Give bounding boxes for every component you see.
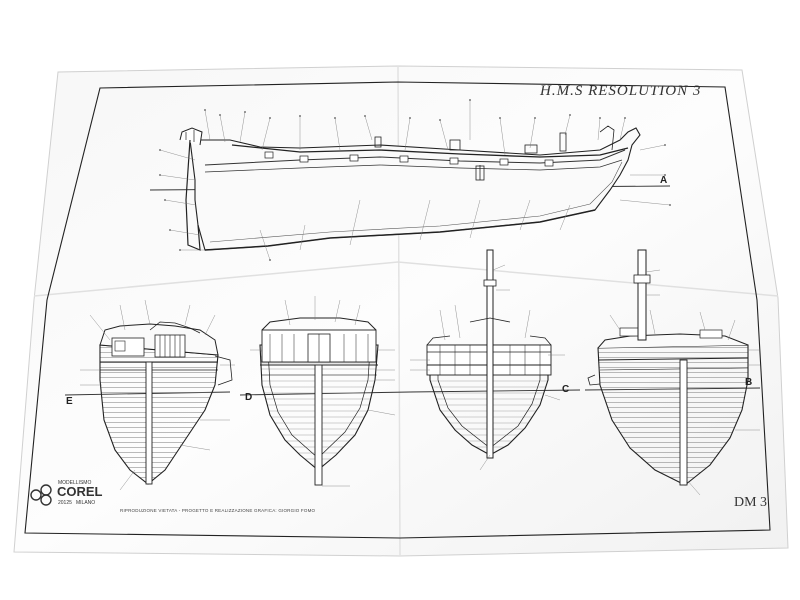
side-elevation-drawing: [149, 99, 671, 261]
view-label-e: E: [66, 396, 73, 407]
section-c-drawing: [409, 249, 581, 471]
view-label-c: C: [562, 384, 569, 395]
brand-city: MILANO: [76, 500, 95, 506]
sheet-code: DM 3: [734, 495, 767, 510]
stern-view-drawing: [64, 299, 235, 491]
bow-view-drawing: [584, 249, 761, 496]
brand-modellismo: MODELLISMO: [58, 480, 91, 486]
credit-line: RIPRODUZIONE VIETATA - PROGETTO E REALIZ…: [120, 508, 316, 513]
view-label-a: A: [660, 175, 667, 186]
brand-name: COREL: [57, 484, 103, 499]
plan-title: H.M.S RESOLUTION 3: [539, 83, 701, 99]
plan-border: [24, 81, 771, 539]
section-d-drawing: [239, 296, 411, 487]
view-label-b: B: [745, 377, 752, 388]
brand-postcode: 20125: [58, 500, 72, 506]
view-label-d: D: [245, 392, 252, 403]
paper: [13, 65, 789, 557]
fold-line-horizontal: [33, 261, 779, 297]
corel-emblem-icon: [30, 484, 52, 506]
corel-logo: MODELLISMO COREL 20125 MILANO: [30, 480, 103, 506]
